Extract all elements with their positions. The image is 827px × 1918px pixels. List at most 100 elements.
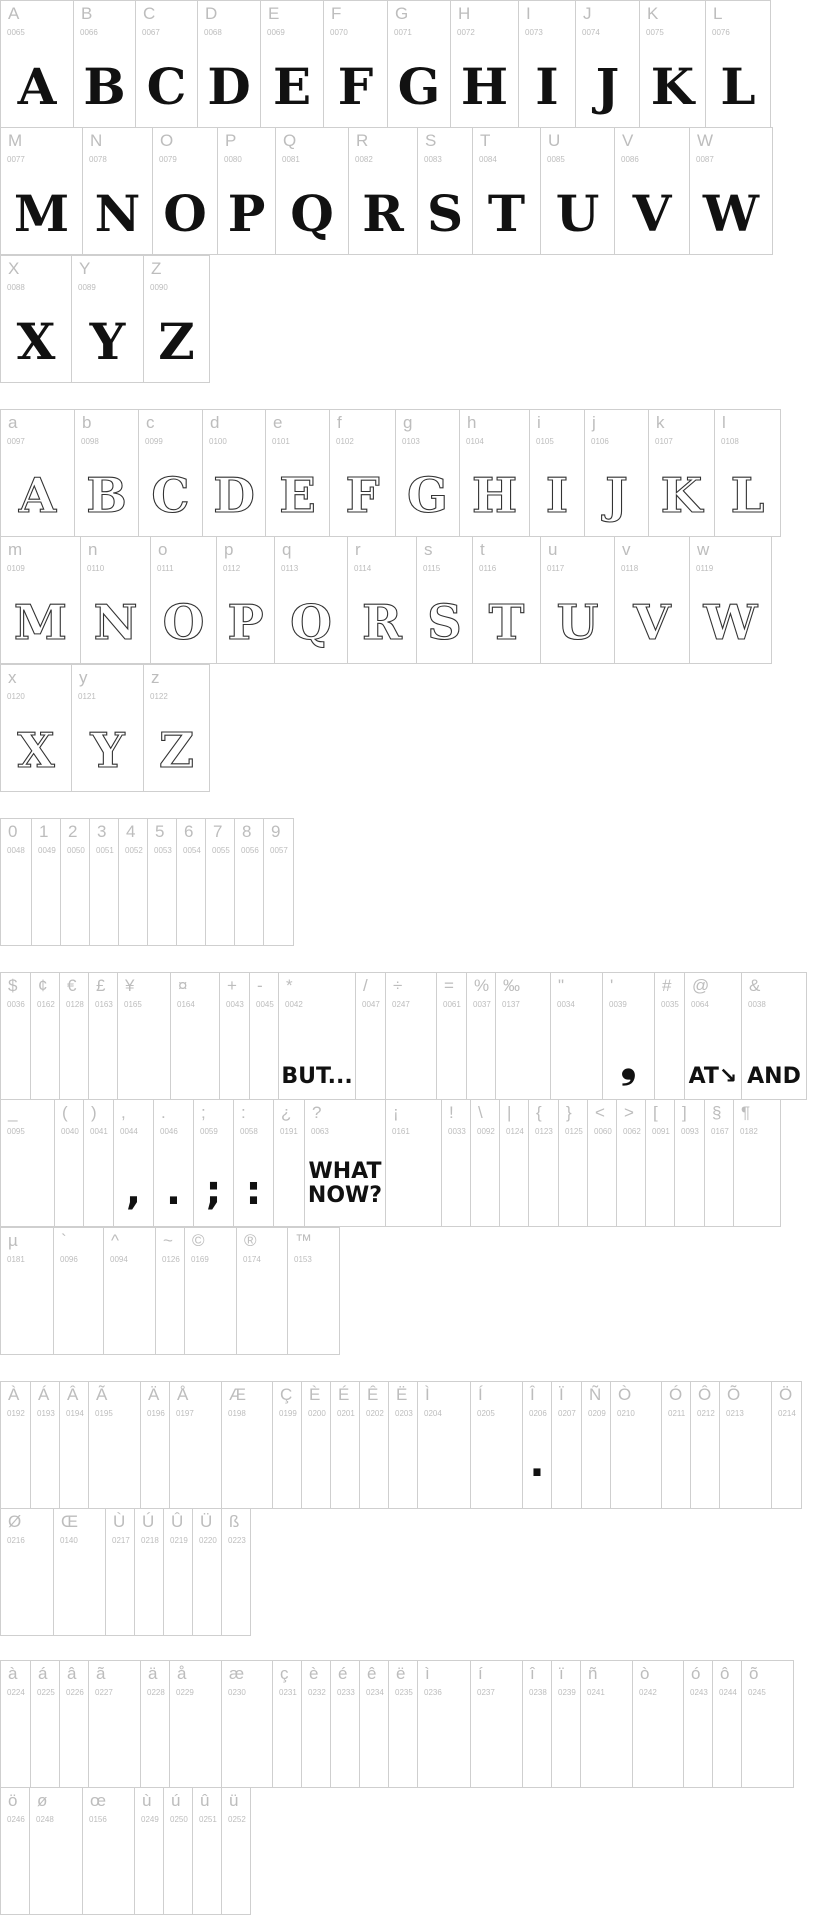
- glyph-code-label: 0213: [726, 1409, 744, 1418]
- glyph-character-label: ô: [720, 1664, 730, 1683]
- glyph-preview: I: [545, 467, 569, 524]
- glyph-cell: (0040: [54, 1099, 84, 1227]
- glyph-preview: Z: [158, 722, 195, 779]
- glyph-character-label: #: [662, 976, 672, 995]
- glyph-preview: U: [555, 184, 600, 243]
- glyph-character-label: œ: [90, 1791, 107, 1810]
- glyph-code-label: 0165: [124, 1000, 142, 1009]
- glyph-character-label: §: [712, 1103, 722, 1122]
- glyph-code-label: 0067: [142, 28, 160, 37]
- glyph-character-label: r: [355, 540, 361, 559]
- glyph-code-label: 0064: [691, 1000, 709, 1009]
- glyph-cell: ¢0162: [30, 972, 60, 1100]
- glyph-character-label: Ô: [698, 1385, 712, 1404]
- glyph-preview: W: [703, 594, 758, 651]
- glyph-cell: ~0126: [155, 1227, 185, 1355]
- glyph-cell: ©0169: [184, 1227, 237, 1355]
- glyph-character-label: z: [151, 668, 160, 687]
- glyph-character-label: â: [67, 1664, 77, 1683]
- glyph-code-label: 0059: [200, 1127, 218, 1136]
- glyph-character-label: w: [697, 540, 710, 559]
- glyph-preview: WHAT NOW?: [307, 1159, 383, 1208]
- glyph-character-label: .: [161, 1103, 166, 1122]
- glyph-character-label: É: [338, 1385, 350, 1404]
- glyph-code-label: 0196: [147, 1409, 165, 1418]
- glyph-code-label: 0080: [224, 155, 242, 164]
- glyph-code-label: 0227: [95, 1688, 113, 1697]
- glyph-code-label: 0061: [443, 1000, 461, 1009]
- glyph-cell: [0091: [645, 1099, 675, 1227]
- glyph-code-label: 0203: [395, 1409, 413, 1418]
- glyph-character-label: æ: [229, 1664, 245, 1683]
- glyph-preview: J: [595, 57, 620, 116]
- glyph-character-label: ,: [121, 1103, 126, 1122]
- glyph-preview: A: [18, 467, 57, 524]
- glyph-code-label: 0210: [617, 1409, 635, 1418]
- glyph-character-label: ¤: [178, 976, 188, 995]
- glyph-character-label: 6: [184, 822, 194, 841]
- glyph-character-label: Œ: [61, 1512, 78, 1531]
- glyph-character-label: Ø: [8, 1512, 22, 1531]
- glyph-cell: €0128: [59, 972, 89, 1100]
- glyph-code-label: 0216: [7, 1536, 25, 1545]
- glyph-character-label: ®: [244, 1231, 257, 1250]
- glyph-cell: §0167: [704, 1099, 734, 1227]
- glyph-cell: |0124: [499, 1099, 529, 1227]
- glyph-code-label: 0241: [587, 1688, 605, 1697]
- glyph-character-label: j: [592, 413, 596, 432]
- glyph-character-label: v: [622, 540, 631, 559]
- glyph-code-label: 0041: [90, 1127, 108, 1136]
- glyph-preview: AT↘: [688, 1064, 738, 1089]
- glyph-character-label: O: [160, 131, 174, 150]
- glyph-character-label: p: [224, 540, 234, 559]
- glyph-cell: +0043: [219, 972, 250, 1100]
- glyph-code-label: 0070: [330, 28, 348, 37]
- glyph-character-label: d: [210, 413, 220, 432]
- glyph-code-label: 0214: [778, 1409, 796, 1418]
- glyph-cell: _0095: [0, 1099, 55, 1227]
- glyph-cell: %0037: [466, 972, 496, 1100]
- glyph-preview: M: [13, 184, 70, 243]
- glyph-preview: V: [633, 594, 671, 651]
- glyph-preview: B: [86, 467, 128, 524]
- glyph-cell: }0125: [558, 1099, 588, 1227]
- glyph-cell: ¥0165: [117, 972, 171, 1100]
- glyph-character-label: å: [177, 1664, 187, 1683]
- glyph-character-label: ø: [37, 1791, 48, 1810]
- glyph-character-label: £: [96, 976, 106, 995]
- glyph-code-label: 0090: [150, 283, 168, 292]
- glyph-code-label: 0101: [272, 437, 290, 446]
- glyph-code-label: 0035: [661, 1000, 679, 1009]
- glyph-character-label: í: [478, 1664, 483, 1683]
- glyph-character-label: ‰: [503, 976, 520, 995]
- glyph-code-label: 0048: [7, 846, 25, 855]
- glyph-character-label: \: [478, 1103, 483, 1122]
- glyph-code-label: 0116: [479, 564, 497, 573]
- glyph-character-label: ©: [192, 1231, 205, 1250]
- section-symbols: $0036¢0162€0128£0163¥0165¤0164+0043-0045…: [0, 972, 827, 1356]
